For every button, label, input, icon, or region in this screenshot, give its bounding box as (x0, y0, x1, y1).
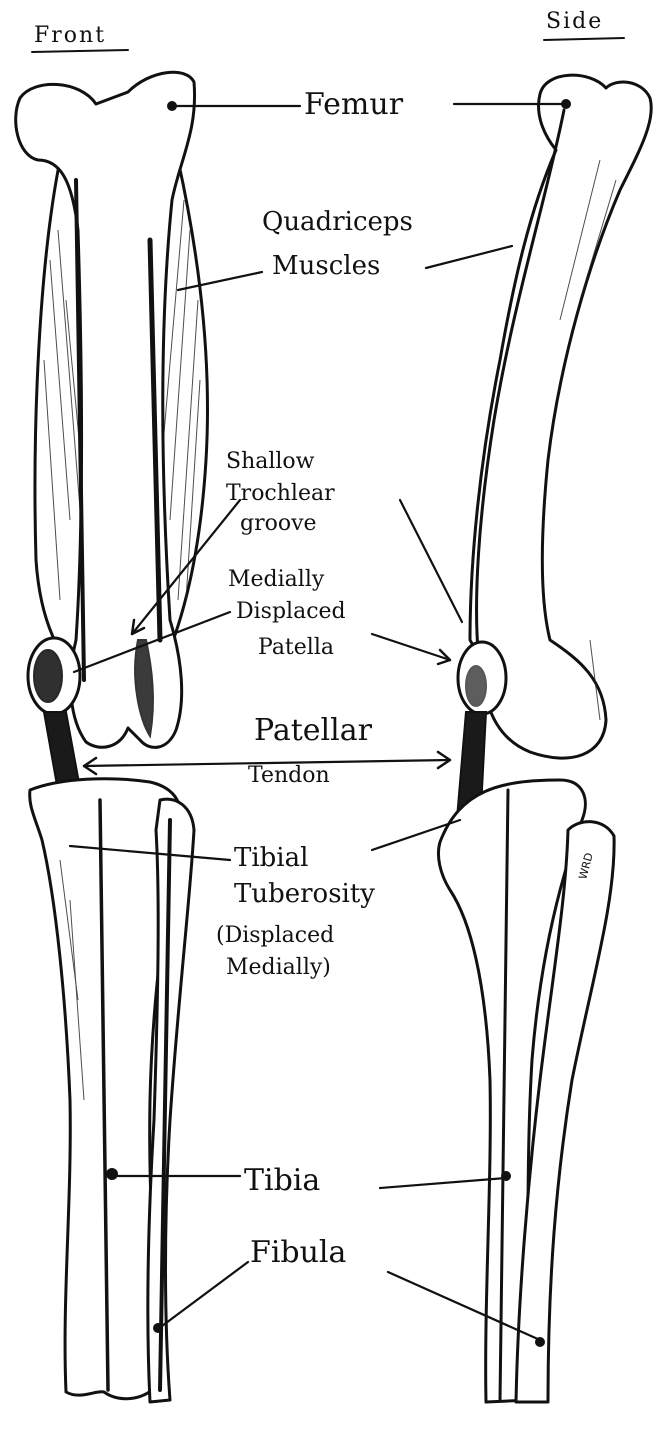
label-displaced-paren: (Displaced (216, 923, 334, 948)
label-medially-paren: Medially) (226, 955, 331, 980)
front-view-label: Front (34, 23, 106, 48)
front-patella (28, 638, 80, 714)
front-view-drawing (16, 72, 208, 1402)
label-patella: Patella (258, 635, 334, 660)
side-view-label: Side (546, 9, 603, 34)
front-tibia-marker (106, 1168, 118, 1180)
label-patellar: Patellar (254, 713, 373, 748)
label-medially: Medially (228, 567, 325, 592)
labels: Femur Quadriceps Muscles Shallow Trochle… (216, 87, 413, 1270)
label-femur: Femur (304, 87, 404, 122)
front-view-heading: Front (32, 23, 128, 52)
label-muscles: Muscles (272, 251, 380, 281)
label-tibia: Tibia (244, 1163, 320, 1198)
label-displaced: Displaced (236, 599, 346, 624)
label-fibula: Fibula (250, 1235, 347, 1270)
label-shallow: Shallow (226, 449, 315, 474)
label-groove: groove (240, 511, 317, 536)
side-patella (458, 642, 506, 714)
label-quadriceps: Quadriceps (262, 207, 413, 237)
label-tendon: Tendon (248, 763, 330, 788)
label-tuberosity: Tuberosity (234, 879, 375, 909)
side-view-drawing: WRD (438, 75, 651, 1402)
label-trochlear: Trochlear (226, 481, 335, 506)
side-view-heading: Side (544, 9, 624, 40)
front-fibula-marker (153, 1323, 163, 1333)
label-tibial: Tibial (234, 843, 308, 873)
side-tibia-marker (501, 1171, 511, 1181)
